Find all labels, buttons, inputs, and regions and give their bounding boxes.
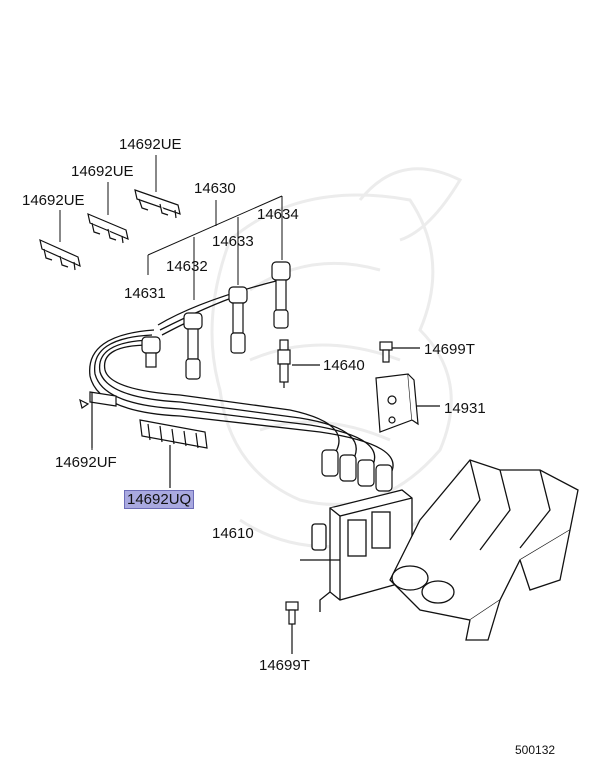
label-14610: 14610 [212, 525, 254, 542]
plug-boot-cylinder-4[interactable] [271, 261, 291, 329]
spark-plug-14640[interactable] [277, 339, 320, 388]
label-14692ue-2: 14692UE [71, 163, 134, 180]
label-14931: 14931 [444, 400, 486, 417]
figure-number: 500132 [515, 743, 556, 757]
label-14640: 14640 [323, 357, 365, 374]
leaders-ue [59, 155, 157, 242]
bracket-14931[interactable] [375, 373, 440, 433]
bolt-14699t-bottom[interactable] [285, 601, 299, 654]
clip-14692uq[interactable] [139, 419, 208, 488]
clip-14692ue-c[interactable] [39, 238, 81, 271]
label-14632: 14632 [166, 258, 208, 275]
label-14634: 14634 [257, 206, 299, 223]
clip-14692ue-a[interactable] [134, 189, 181, 219]
clip-14692uf[interactable] [79, 391, 117, 448]
intake-manifold [389, 459, 579, 641]
ignition-coil-14610[interactable] [300, 489, 413, 612]
label-14692ue-3: 14692UE [22, 192, 85, 209]
coil-boots[interactable] [321, 449, 393, 492]
label-14692uq-highlighted[interactable]: 14692UQ [124, 490, 195, 509]
label-14633: 14633 [212, 233, 254, 250]
label-14699t-top: 14699T [424, 341, 475, 358]
label-14692uf: 14692UF [55, 454, 117, 471]
label-14699t-bottom: 14699T [259, 657, 310, 674]
label-14692ue-1: 14692UE [119, 136, 182, 153]
label-14631: 14631 [124, 285, 166, 302]
bracket-14630 [147, 195, 283, 300]
label-14630: 14630 [194, 180, 236, 197]
clip-14692ue-b[interactable] [87, 212, 129, 244]
plug-boot-cylinder-3[interactable] [228, 286, 248, 354]
plug-boot-cylinder-1[interactable] [141, 336, 161, 368]
plug-boot-cylinder-2[interactable] [183, 312, 203, 380]
bolt-14699t-top[interactable] [379, 341, 420, 363]
